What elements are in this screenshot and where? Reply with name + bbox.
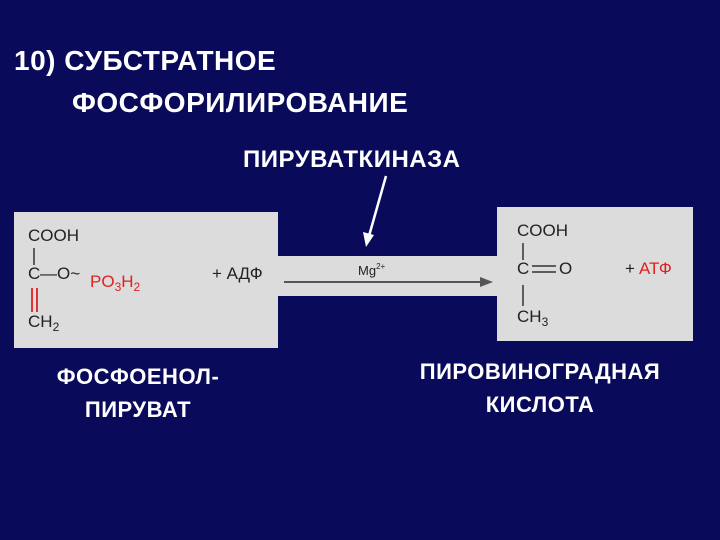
enzyme-label: ПИРУВАТКИНАЗА (243, 146, 461, 173)
magnesium-cofactor: Mg2+ (358, 262, 385, 278)
product-structure-panel: COOH C O CH3 + АТФ (497, 207, 693, 341)
product-caption-line-1: ПИРОВИНОГРАДНАЯ (419, 359, 661, 384)
reactant-h: H (121, 272, 134, 291)
reactant-ch: CH (28, 312, 53, 331)
reactant-cofactor-adp: + АДФ (212, 264, 263, 283)
enzyme-pointer-head (363, 232, 374, 247)
title-line-1: 10) СУБСТРАТНОЕ (14, 45, 277, 76)
title-line-2: ФОСФОРИЛИРОВАНИЕ (72, 87, 409, 118)
product-cofactor-atp: АТФ (639, 259, 672, 278)
reaction-arrow-head (480, 277, 493, 287)
reactant-po-sub3: 3 (114, 280, 122, 294)
product-cooh: COOH (517, 221, 568, 240)
reactant-ch2: CH2 (28, 312, 59, 334)
reactant-po: PO (90, 272, 115, 291)
reactant-ch-sub2: 2 (52, 320, 60, 334)
product-caption: ПИРОВИНОГРАДНАЯ КИСЛОТА (370, 355, 710, 421)
enzyme-pointer-line (367, 175, 388, 237)
product-oxygen: O (559, 259, 573, 278)
product-ch: CH (517, 307, 542, 326)
reactant-cooh: COOH (28, 226, 79, 245)
reactant-h-sub2: 2 (133, 280, 141, 294)
reactant-carbon: C (28, 264, 41, 283)
reactant-phosphate-group: PO3H2 (90, 272, 140, 294)
product-ch-sub3: 3 (541, 315, 549, 329)
magnesium-charge: 2+ (376, 262, 386, 271)
reactant-o-link: —O~ (40, 264, 81, 283)
slide-title: 10) СУБСТРАТНОЕ ФОСФОРИЛИРОВАНИЕ (14, 40, 408, 124)
magnesium-symbol: Mg (358, 263, 377, 278)
reactant-caption: ФОСФОЕНОЛ- ПИРУВАТ (8, 360, 268, 426)
product-caption-line-2: КИСЛОТА (485, 392, 595, 417)
reactant-structure-panel: COOH C —O~ PO3H2 CH2 + АДФ (14, 212, 278, 348)
reaction-arrow-band (278, 256, 497, 296)
product-carbon: C (517, 259, 530, 278)
reactant-caption-line-1: ФОСФОЕНОЛ- (56, 364, 220, 389)
product-ch3: CH3 (517, 307, 548, 329)
reactant-caption-line-2: ПИРУВАТ (84, 397, 192, 422)
product-plus: + (625, 259, 635, 278)
